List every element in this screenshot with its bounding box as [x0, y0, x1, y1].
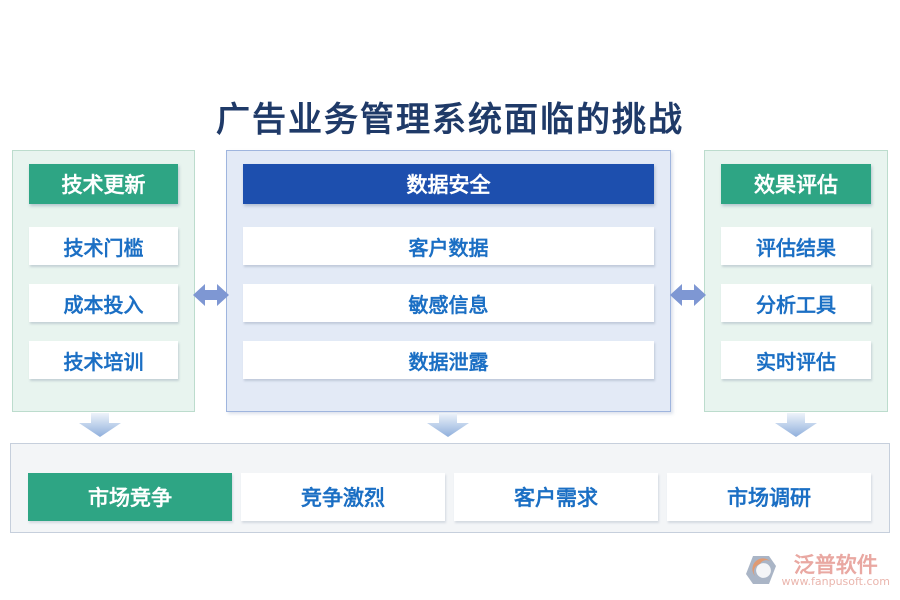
- item-cost-investment: 成本投入: [29, 284, 178, 322]
- double-arrow-icon: [670, 284, 706, 306]
- double-arrow-icon: [193, 284, 229, 306]
- column-header-tech-update: 技术更新: [29, 164, 178, 204]
- bottom-row-panel: 市场竞争 竞争激烈 客户需求 市场调研: [10, 443, 890, 533]
- bottom-header-market-competition: 市场竞争: [28, 473, 232, 521]
- item-tech-threshold: 技术门槛: [29, 227, 178, 265]
- brand-url: www.fanpusoft.com: [781, 574, 890, 588]
- item-customer-demand: 客户需求: [454, 473, 658, 521]
- column-data-security-panel: 数据安全 客户数据 敏感信息 数据泄露: [226, 150, 671, 412]
- item-market-research: 市场调研: [667, 473, 871, 521]
- column-header-data-security: 数据安全: [243, 164, 654, 204]
- item-realtime-evaluation: 实时评估: [721, 341, 871, 379]
- page-title: 广告业务管理系统面临的挑战: [216, 100, 684, 140]
- footer-text: 泛普软件 www.fanpusoft.com: [781, 551, 890, 588]
- item-evaluation-result: 评估结果: [721, 227, 871, 265]
- bottom-row: 市场竞争 竞争激烈 客户需求 市场调研: [28, 473, 871, 521]
- item-sensitive-info: 敏感信息: [243, 284, 654, 322]
- item-customer-data: 客户数据: [243, 227, 654, 265]
- item-fierce-competition: 竞争激烈: [241, 473, 445, 521]
- column-effect-evaluation-panel: 效果评估 评估结果 分析工具 实时评估: [704, 150, 888, 412]
- down-arrow-icon: [79, 413, 121, 437]
- down-arrow-icon: [775, 413, 817, 437]
- item-tech-training: 技术培训: [29, 341, 178, 379]
- column-header-effect-evaluation: 效果评估: [721, 164, 871, 204]
- brand-name: 泛普软件: [793, 551, 878, 577]
- column-tech-update-panel: 技术更新 技术门槛 成本投入 技术培训: [12, 150, 195, 412]
- item-analysis-tools: 分析工具: [721, 284, 871, 322]
- footer-logo: 泛普软件 www.fanpusoft.com: [744, 554, 890, 588]
- item-data-leak: 数据泄露: [243, 341, 654, 379]
- down-arrow-icon: [427, 413, 469, 437]
- fanpu-logo-icon: [745, 556, 776, 584]
